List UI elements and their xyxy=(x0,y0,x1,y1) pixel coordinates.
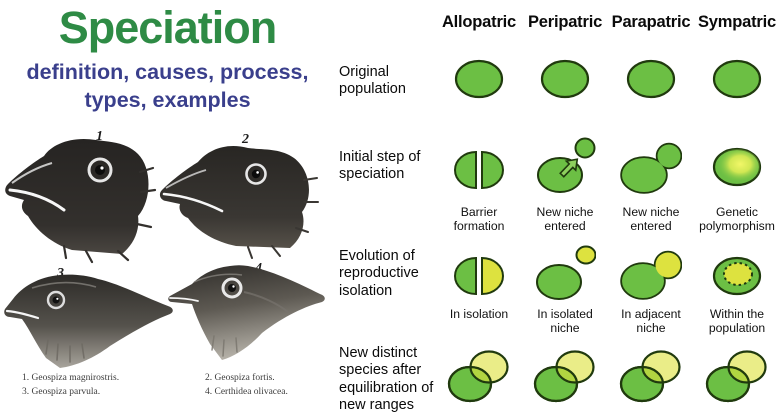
polymorphism-glow-icon xyxy=(712,147,762,187)
caption-in-isolation: In isolation xyxy=(449,307,509,321)
caption-column-left: 1. Geospiza magnirostris. 3. Geospiza pa… xyxy=(22,371,119,400)
split-two-color-icon xyxy=(454,256,504,296)
cell-allopatric-original xyxy=(436,50,522,135)
cell-sympatric-original xyxy=(694,50,780,135)
cell-allopatric-initial xyxy=(436,135,522,203)
subtitle-line1: definition, causes, process, xyxy=(26,60,309,84)
cell-parapatric-final xyxy=(608,343,694,420)
caption-column-right: 2. Geospiza fortis. 4. Certhidea olivace… xyxy=(205,371,288,400)
cell-sympatric-initial xyxy=(694,135,780,203)
caption-within-the-population: Within the population xyxy=(708,307,766,336)
finch-3-number: 3 xyxy=(57,266,64,281)
population-ellipse-icon xyxy=(626,59,676,99)
cell-peripatric-final xyxy=(522,343,608,420)
caption-genetic-polymorphism: Genetic polymorphism xyxy=(699,205,775,234)
page-title: Speciation xyxy=(58,2,278,53)
caption-in-adjacent-niche: In adjacent niche xyxy=(621,307,681,336)
cell-parapatric-initial xyxy=(608,135,694,203)
cell-peripatric-initial xyxy=(522,135,608,203)
caption-new-niche-entered-2: New niche entered xyxy=(622,205,680,234)
cell-allopatric-final xyxy=(436,343,522,420)
caption-in-isolated-niche: In isolated niche xyxy=(537,307,593,336)
row-label-evolution-isolation: Evolution of reproductive isolation xyxy=(339,248,419,299)
overlapping-species-icon xyxy=(533,350,595,403)
caption-finch-3: 3. Geospiza parvula. xyxy=(22,387,101,398)
speciation-types-table: Allopatric Peripatric Parapatric Sympatr… xyxy=(335,0,780,420)
population-ellipse-icon xyxy=(454,59,504,99)
finch-2-engraving-icon xyxy=(159,145,319,259)
row-label-initial-step: Initial step of speciation xyxy=(339,149,421,183)
cell-parapatric-evolution xyxy=(608,245,694,305)
column-header-sympatric: Sympatric xyxy=(698,13,776,31)
column-header-peripatric: Peripatric xyxy=(527,13,603,31)
cell-sympatric-evolution xyxy=(694,245,780,305)
finch-1-engraving-icon xyxy=(5,138,157,264)
finch-1-number: 1 xyxy=(96,129,103,144)
column-header-parapatric: Parapatric xyxy=(611,13,691,31)
caption-finch-4: 4. Certhidea olivacea. xyxy=(205,387,288,398)
cell-peripatric-evolution xyxy=(522,245,608,305)
caption-barrier-formation: Barrier formation xyxy=(453,205,505,234)
overlapping-species-icon xyxy=(447,350,509,403)
caption-new-niche-entered-1: New niche entered xyxy=(536,205,594,234)
population-ellipse-icon xyxy=(540,59,590,99)
cell-sympatric-final xyxy=(694,343,780,420)
caption-finch-2: 2. Geospiza fortis. xyxy=(205,373,275,383)
finch-4-engraving-icon xyxy=(168,265,325,360)
row-label-new-distinct-species: New distinct species after equilibration… xyxy=(339,345,434,414)
subtitle-line2: types, examples xyxy=(84,88,251,113)
cell-parapatric-original xyxy=(608,50,694,135)
budding-population-arrow-icon xyxy=(537,137,596,193)
finch-2-number: 2 xyxy=(242,132,249,147)
dashed-inner-population-icon xyxy=(712,256,762,296)
page-subtitle: definition, causes, process, types, exam… xyxy=(0,58,335,115)
cell-peripatric-original xyxy=(522,50,608,135)
fused-bud-population-icon xyxy=(620,142,682,194)
population-ellipse-icon xyxy=(712,59,762,99)
column-header-allopatric: Allopatric xyxy=(441,13,517,31)
isolated-niche-circle-icon xyxy=(536,245,596,300)
row-label-original-population: Original population xyxy=(339,64,406,98)
finch-3-engraving-icon xyxy=(4,274,173,368)
cell-allopatric-evolution xyxy=(436,245,522,305)
caption-finch-1: 1. Geospiza magnirostris. xyxy=(22,373,120,383)
overlapping-species-icon xyxy=(705,350,767,403)
split-population-icon xyxy=(454,150,504,190)
left-panel: Speciation definition, causes, process, … xyxy=(0,0,335,420)
adjacent-niche-two-color-icon xyxy=(620,250,682,300)
overlapping-species-icon xyxy=(619,350,681,403)
